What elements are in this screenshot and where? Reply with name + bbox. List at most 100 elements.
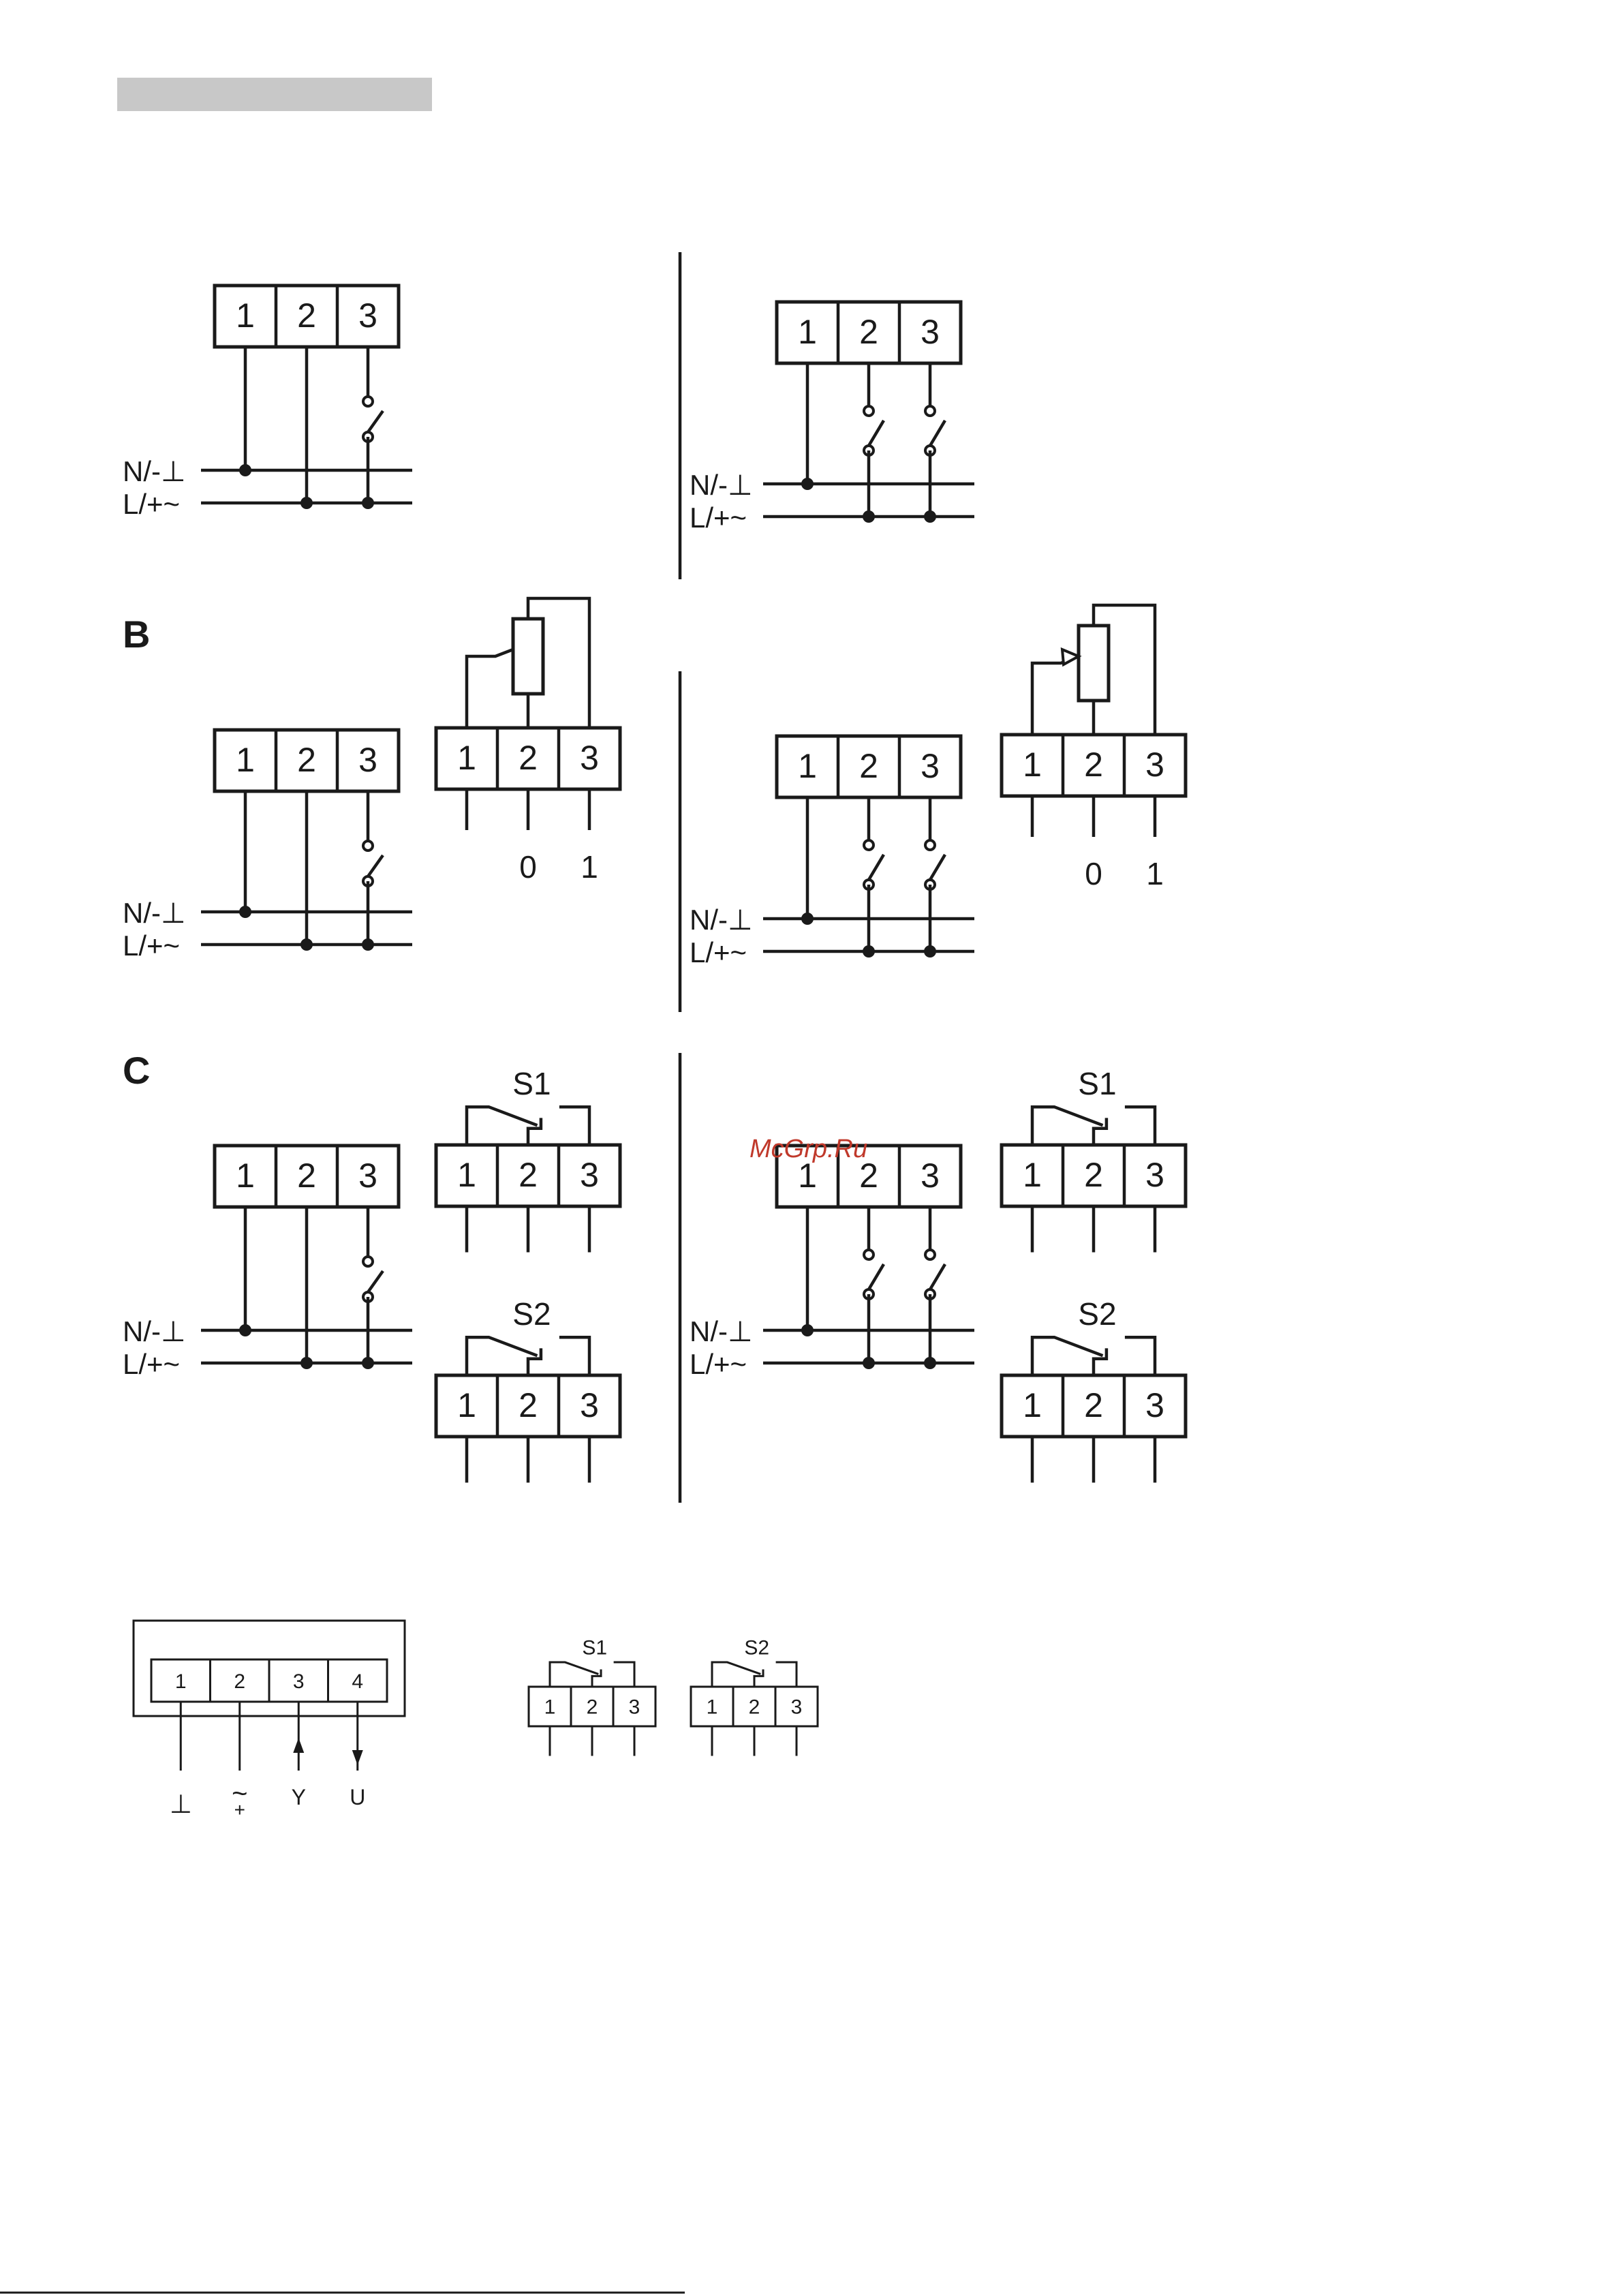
pot-output-1: 1 xyxy=(581,849,598,885)
neutral-bus-label: N/-⊥ xyxy=(690,1315,753,1347)
switch-blade xyxy=(930,420,945,446)
switch-blade xyxy=(869,420,884,446)
input-arrow xyxy=(293,1738,304,1753)
terminal-label-3: 3 xyxy=(358,741,377,779)
terminal-label-2: 2 xyxy=(1084,1156,1103,1194)
aux-contact xyxy=(1125,1107,1155,1145)
contact-terminal xyxy=(925,1250,935,1259)
terminal-label-3: 3 xyxy=(921,747,940,785)
aux-contact xyxy=(614,1662,634,1687)
contact-terminal xyxy=(925,406,935,416)
potentiometer-body xyxy=(1079,626,1109,701)
wiper-wire xyxy=(1032,656,1079,735)
neutral-bus-label: N/-⊥ xyxy=(690,904,753,936)
aux-contact xyxy=(559,1337,589,1375)
line-bus-label: L/+~ xyxy=(123,930,180,962)
terminal-label-1: 1 xyxy=(236,741,255,779)
terminal-label-3: 3 xyxy=(358,1157,377,1195)
line-bus-label: L/+~ xyxy=(690,936,747,968)
wiper-arrow xyxy=(1062,649,1079,664)
terminal-label-1: 1 xyxy=(798,313,817,351)
aux-switch-s1-small: 123S1 xyxy=(529,1636,655,1756)
switch-blade xyxy=(869,855,884,880)
terminal-label-1: 1 xyxy=(1023,1156,1042,1194)
circuit-a-left: 1 2 3N/-⊥L/+~ xyxy=(123,286,412,520)
section-label-C: C xyxy=(123,1049,150,1092)
neutral-bus-label: N/-⊥ xyxy=(123,897,186,929)
neutral-bus-label: N/-⊥ xyxy=(123,455,186,487)
line-bus-label: L/+~ xyxy=(123,488,180,520)
aux-switch-s1-right: 1 2 3 S1 xyxy=(1002,1066,1186,1252)
terminal-label-2: 2 xyxy=(297,1157,316,1195)
switch-blade xyxy=(368,411,383,432)
contact-terminal xyxy=(864,1250,874,1259)
terminal-label-3: 3 xyxy=(791,1696,803,1718)
terminal-label-3: 3 xyxy=(629,1696,640,1718)
terminal-label-4: 4 xyxy=(352,1670,363,1693)
terminal-label-3: 3 xyxy=(921,1157,940,1195)
terminal-label-1: 1 xyxy=(457,739,476,777)
aux-switch-label: S2 xyxy=(1078,1296,1116,1332)
terminal-label-2: 2 xyxy=(1084,746,1103,784)
terminal-label-3: 3 xyxy=(358,296,377,335)
wiper-wire xyxy=(467,649,513,728)
circuit-c-left: 123N/-⊥L/+~ xyxy=(123,1146,412,1380)
terminal-label-2: 2 xyxy=(749,1696,760,1718)
pot-output-0: 0 xyxy=(519,849,537,885)
contact-terminal xyxy=(363,1257,373,1266)
terminal-label-1: 1 xyxy=(236,296,255,335)
neutral-bus-label: N/-⊥ xyxy=(123,1315,186,1347)
terminal-label-1: 1 xyxy=(457,1156,476,1194)
switch-blade xyxy=(930,1264,945,1289)
terminal-label-3: 3 xyxy=(921,313,940,351)
terminal-label-1: 1 xyxy=(1023,1386,1042,1424)
line-bus-label: L/+~ xyxy=(690,1348,747,1380)
signal-u-label: U xyxy=(350,1785,365,1809)
supply-plus-symbol: + xyxy=(234,1799,245,1820)
terminal-label-3: 3 xyxy=(293,1670,305,1693)
terminal-label-1: 1 xyxy=(707,1696,718,1718)
section-label-B: B xyxy=(123,613,150,656)
terminal-label-2: 2 xyxy=(859,313,878,351)
terminal-label-1: 1 xyxy=(798,747,817,785)
aux-switch-label: S1 xyxy=(1078,1066,1116,1101)
switch-blade xyxy=(930,855,945,880)
contact-terminal xyxy=(864,406,874,416)
potentiometer-body xyxy=(513,619,543,694)
contact-terminal xyxy=(925,840,935,850)
contact-terminal xyxy=(363,841,373,851)
ground-symbol: ⊥ xyxy=(170,1790,192,1819)
terminal-label-2: 2 xyxy=(587,1696,598,1718)
terminal-label-2: 2 xyxy=(297,296,316,335)
output-arrow xyxy=(352,1750,363,1765)
terminal-label-3: 3 xyxy=(1145,1386,1164,1424)
aux-contact xyxy=(776,1662,797,1687)
aux-switch-s1-left: 123S1 xyxy=(436,1066,620,1252)
terminal-label-3: 3 xyxy=(1145,1156,1164,1194)
terminal-label-1: 1 xyxy=(175,1670,187,1693)
terminal-label-3: 3 xyxy=(580,1156,599,1194)
pot-output-1: 1 xyxy=(1146,856,1164,891)
aux-contact xyxy=(1125,1337,1155,1375)
terminal-label-2: 2 xyxy=(519,739,538,777)
aux-switch-label: S1 xyxy=(512,1066,551,1101)
aux-switch-label: S2 xyxy=(512,1296,551,1332)
terminal-label-2: 2 xyxy=(234,1670,245,1693)
pot-output-0: 0 xyxy=(1085,856,1102,891)
aux-switch-label: S1 xyxy=(582,1636,607,1659)
watermark-text: McGrp.Ru xyxy=(749,1135,867,1163)
terminal-label-1: 1 xyxy=(457,1386,476,1424)
neutral-bus-label: N/-⊥ xyxy=(690,469,753,501)
signal-y-label: Y xyxy=(292,1785,306,1809)
line-bus-label: L/+~ xyxy=(123,1348,180,1380)
